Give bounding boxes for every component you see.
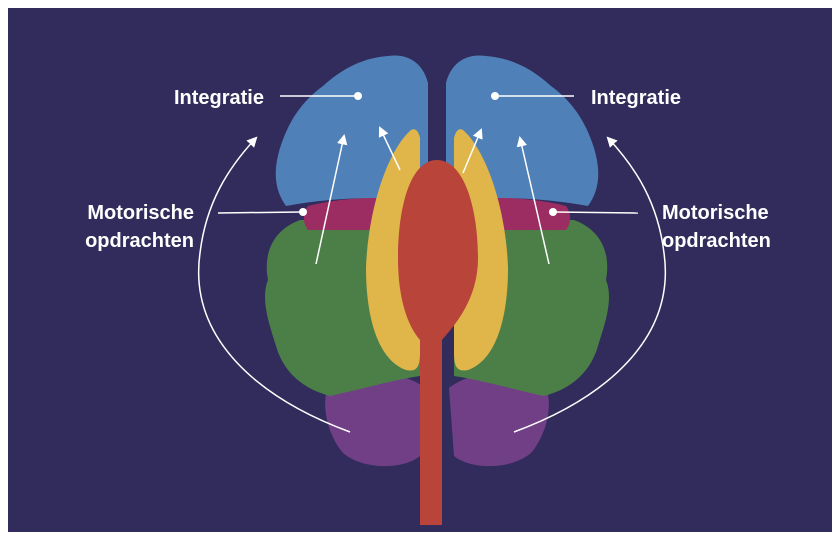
label-motor-right-line1: Motorische <box>662 202 769 224</box>
diagram-canvas: Integratie Integratie Motorische opdrach… <box>8 8 832 532</box>
motor-left-dot <box>299 208 307 216</box>
label-motor-left-line1: Motorische <box>87 202 194 224</box>
label-integration-left: Integratie <box>174 87 264 109</box>
motor-right-dot <box>549 208 557 216</box>
motor-right-line <box>554 212 638 213</box>
motor-left-line <box>218 212 301 213</box>
label-motor-right-line2: opdrachten <box>662 230 771 252</box>
integration-left-dot <box>354 92 362 100</box>
integration-right-dot <box>491 92 499 100</box>
label-integration-right: Integratie <box>591 87 681 109</box>
label-motor-left-line2: opdrachten <box>85 230 194 252</box>
brain-diagram: Integratie Integratie Motorische opdrach… <box>8 8 832 532</box>
